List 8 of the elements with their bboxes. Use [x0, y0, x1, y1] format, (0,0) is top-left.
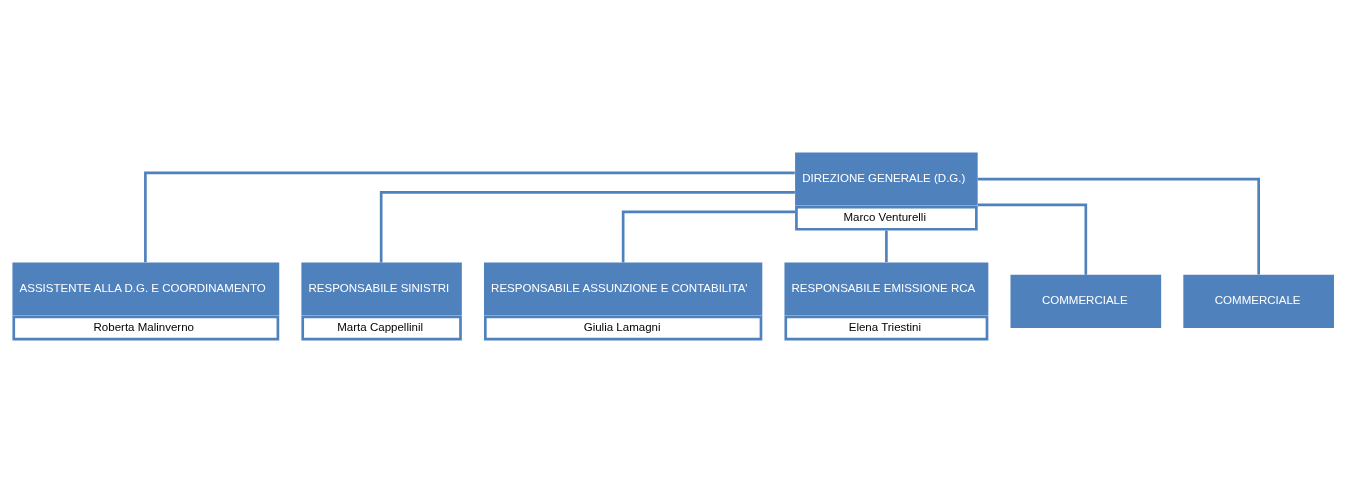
connector [977, 203, 1088, 275]
connector [621, 210, 796, 263]
connector [885, 230, 888, 263]
connector [144, 171, 795, 263]
connector [379, 191, 795, 263]
node-box: COMMERCIALE [1183, 274, 1334, 329]
node-box: COMMERCIALE [1010, 274, 1162, 329]
connector [977, 177, 1260, 275]
